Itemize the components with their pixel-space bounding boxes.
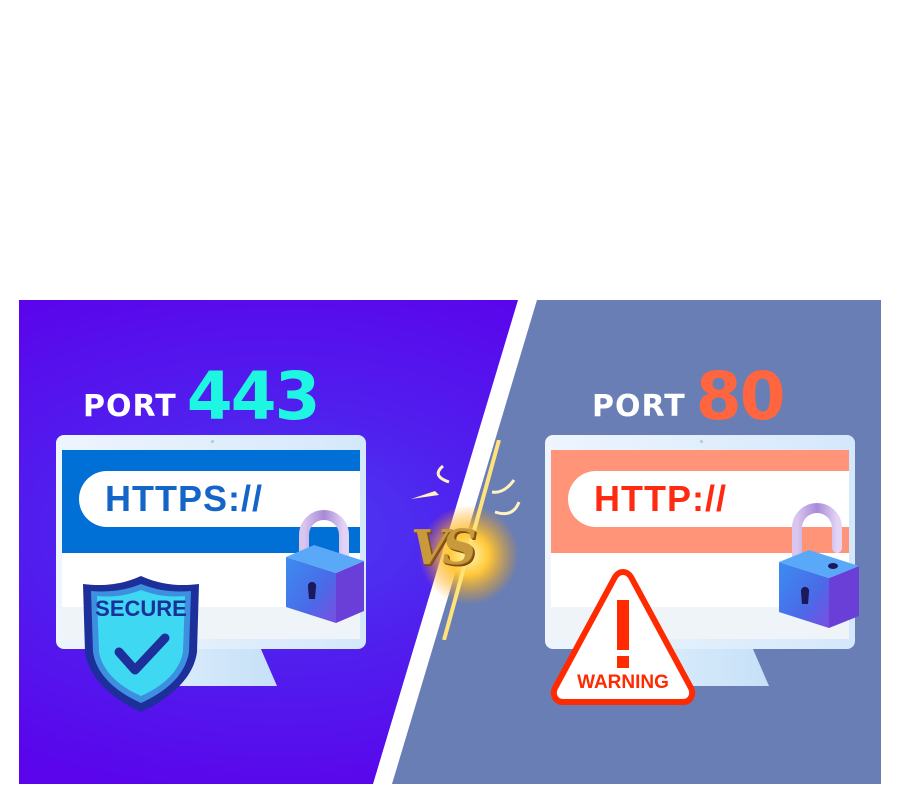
url-text: HTTP://	[594, 478, 727, 519]
closed-padlock-icon	[286, 510, 364, 623]
port-number: 80	[695, 358, 786, 435]
port-443-title: PORT 443	[83, 358, 321, 435]
webcam-dot	[700, 440, 703, 443]
open-padlock-icon	[779, 503, 859, 628]
secure-label: SECURE	[95, 596, 187, 621]
port-80-title: PORT 80	[592, 358, 786, 435]
warning-label: WARNING	[577, 672, 669, 693]
port-comparison-banner: PORT 443 PORT 80 HTTPS:// HTTP://	[19, 300, 881, 784]
vs-label: VS	[411, 520, 477, 576]
url-text: HTTPS://	[105, 478, 263, 519]
port-label: PORT	[592, 389, 686, 425]
port-label: PORT	[83, 389, 177, 425]
lightning-burst-icon	[411, 440, 521, 640]
warning-triangle-icon	[550, 569, 696, 705]
webcam-dot	[211, 440, 214, 443]
secure-badge: SECURE	[79, 572, 203, 714]
port-number: 443	[186, 358, 321, 435]
shield-check-icon	[83, 576, 199, 712]
warning-badge: WARNING	[549, 566, 697, 708]
versus-emblem: VS	[399, 440, 539, 640]
